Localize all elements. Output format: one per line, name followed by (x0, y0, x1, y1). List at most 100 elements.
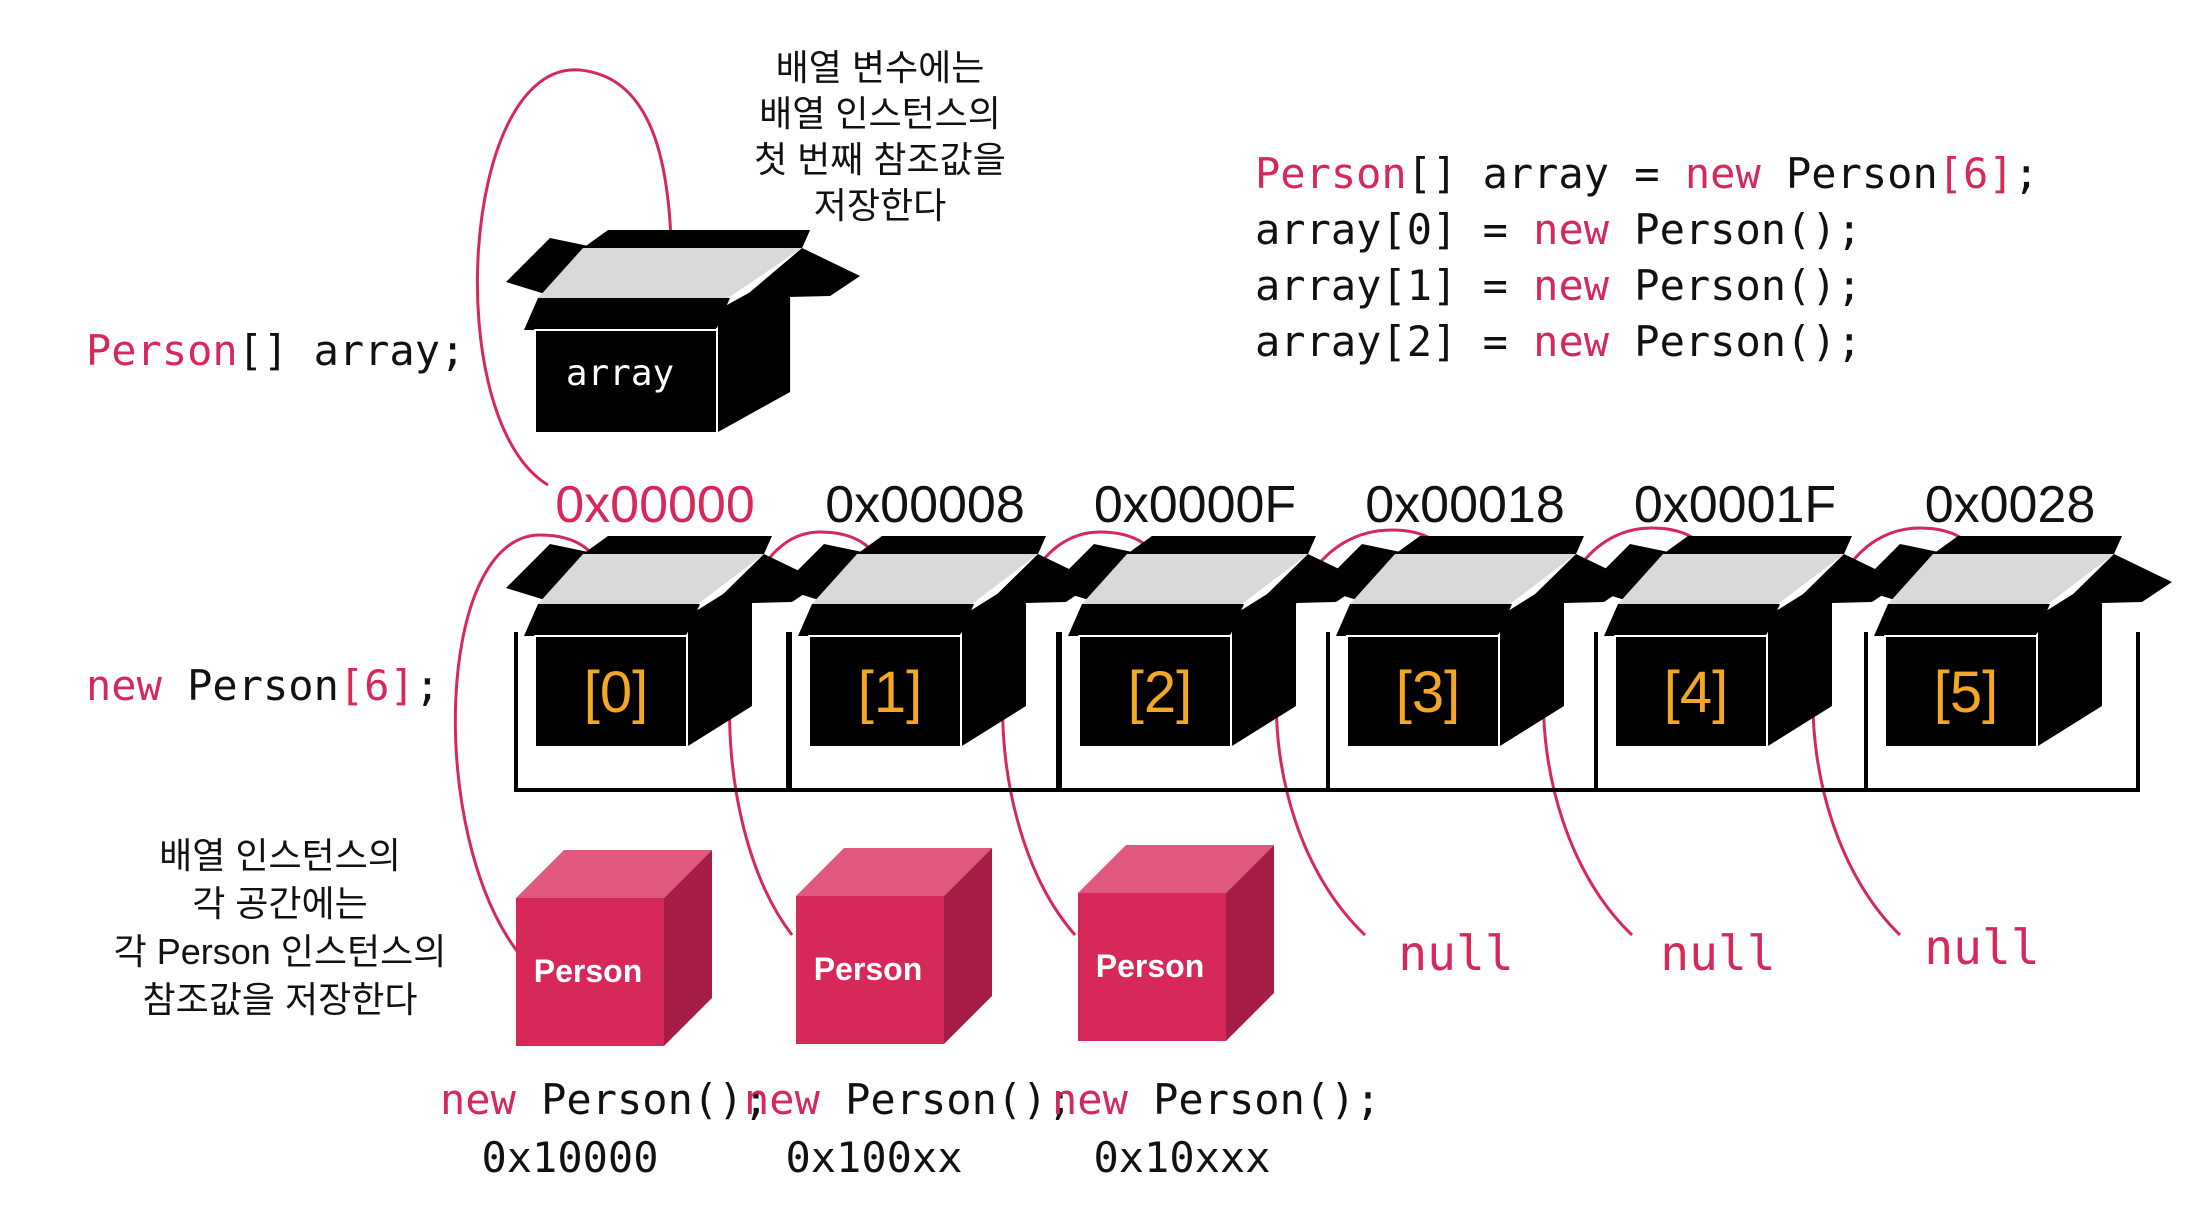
code-token: Person(); (1128, 1075, 1381, 1124)
box-lid-back (1663, 536, 1852, 554)
code-token: new (1685, 149, 1762, 198)
code-token: [] array = (1407, 149, 1685, 198)
slot-index-label: [1] (858, 660, 923, 725)
slot-address: 0x00018 (1365, 476, 1565, 534)
box-opening (812, 554, 1038, 604)
box-opening (1350, 554, 1576, 604)
box-lid-left (780, 544, 872, 604)
slot-address: 0x00008 (825, 476, 1025, 534)
person-cube-0 (516, 850, 712, 1046)
box-lid-left (506, 238, 598, 298)
code-token: new (744, 1075, 821, 1124)
cube-side (944, 848, 992, 1044)
box-opening (1888, 554, 2114, 604)
box-side (718, 270, 791, 432)
box-front-lid (1874, 604, 2050, 636)
person-address: 0x10000 (481, 1133, 658, 1182)
slot-index-label: [0] (584, 660, 649, 725)
person-new-code: new Person(); (1052, 1075, 1381, 1124)
box-lid-left (1050, 544, 1142, 604)
code-token: Person (162, 661, 339, 710)
code-token: new (1533, 261, 1610, 310)
cube-front (516, 898, 664, 1046)
slot-address: 0x0000F (1094, 476, 1296, 534)
box-lid-back (583, 230, 811, 248)
code-token: Person (1255, 149, 1407, 198)
code-token: Person(); (1609, 205, 1862, 254)
code-token: new (440, 1075, 517, 1124)
slot-box-4 (1586, 536, 1902, 746)
box-front (536, 636, 686, 746)
code-line: Person[] array = new Person[6]; (1255, 149, 2039, 198)
box-side (1232, 576, 1296, 746)
person-label: Person (814, 951, 922, 987)
array-box-label: array (566, 353, 674, 394)
box-lid-left (1318, 544, 1410, 604)
cube-top (516, 850, 712, 898)
person-cube-1 (796, 848, 992, 1044)
person-cube-2 (1078, 845, 1274, 1041)
cube-top (796, 848, 992, 896)
box-lid-back (857, 536, 1046, 554)
slot-reference-arrow-0 (453, 533, 608, 956)
slot-index-label: [4] (1664, 660, 1729, 725)
code-token: new (1533, 205, 1610, 254)
side-note-line: 배열 인스턴스의 (159, 835, 401, 876)
code-token: Person(); (1609, 261, 1862, 310)
code-token: [] array; (238, 326, 466, 375)
person-label: Person (534, 953, 642, 989)
box-front-lid (798, 604, 974, 636)
slot-address: 0x0001F (1634, 476, 1836, 534)
code-token: new (1533, 317, 1610, 366)
person-instances (516, 845, 1274, 1046)
code-line: array[0] = new Person(); (1255, 205, 1862, 254)
box-side (1500, 576, 1564, 746)
top-note-line: 첫 번째 참조값을 (754, 139, 1006, 180)
box-opening (538, 554, 764, 604)
code-line: array[1] = new Person(); (1255, 261, 1862, 310)
code-token: array[2] = (1255, 317, 1533, 366)
box-side (1768, 576, 1832, 746)
code-token: new (1052, 1075, 1129, 1124)
box-lid-left (1586, 544, 1678, 604)
slot-box-1 (780, 536, 1096, 746)
box-front-lid (524, 604, 700, 636)
array-container-outline (514, 632, 2140, 792)
box-front-lid (1336, 604, 1512, 636)
slot-box-5 (1856, 536, 2172, 746)
box-front (1348, 636, 1498, 746)
box-lid-back (1127, 536, 1316, 554)
slot-box-3 (1318, 536, 1634, 746)
code-token: Person(); (516, 1075, 769, 1124)
null-label: null (1924, 920, 2040, 976)
box-opening (1082, 554, 1308, 604)
box-lid-back (1395, 536, 1584, 554)
code-line: array[2] = new Person(); (1255, 317, 1862, 366)
side-note-line: 각 Person 인스턴스의 (114, 931, 447, 972)
null-label: null (1398, 926, 1514, 982)
box-lid-left (1856, 544, 1948, 604)
side-note-line: 참조값을 저장한다 (143, 979, 418, 1020)
box-opening (1618, 554, 1844, 604)
null-label: null (1660, 926, 1776, 982)
box-side (2038, 576, 2102, 746)
slot-address: 0x0028 (1925, 476, 2096, 534)
side-note-line: 각 공간에는 (192, 883, 368, 924)
person-label: Person (1096, 948, 1204, 984)
code-token: Person(); (820, 1075, 1073, 1124)
slot-index-label: [2] (1128, 660, 1193, 725)
code-token: Person (86, 326, 238, 375)
box-front-lid (1604, 604, 1780, 636)
slot-index-label: [5] (1934, 660, 1999, 725)
cube-front (1078, 893, 1226, 1041)
code-token: [6] (339, 661, 415, 710)
array-variable-box-shape (506, 230, 861, 432)
cube-front (796, 896, 944, 1044)
top-note-line: 배열 변수에는 (776, 47, 985, 88)
code-token: ; (2014, 149, 2039, 198)
person-address: 0x10xxx (1093, 1133, 1270, 1182)
slot-box-0 (506, 536, 822, 746)
